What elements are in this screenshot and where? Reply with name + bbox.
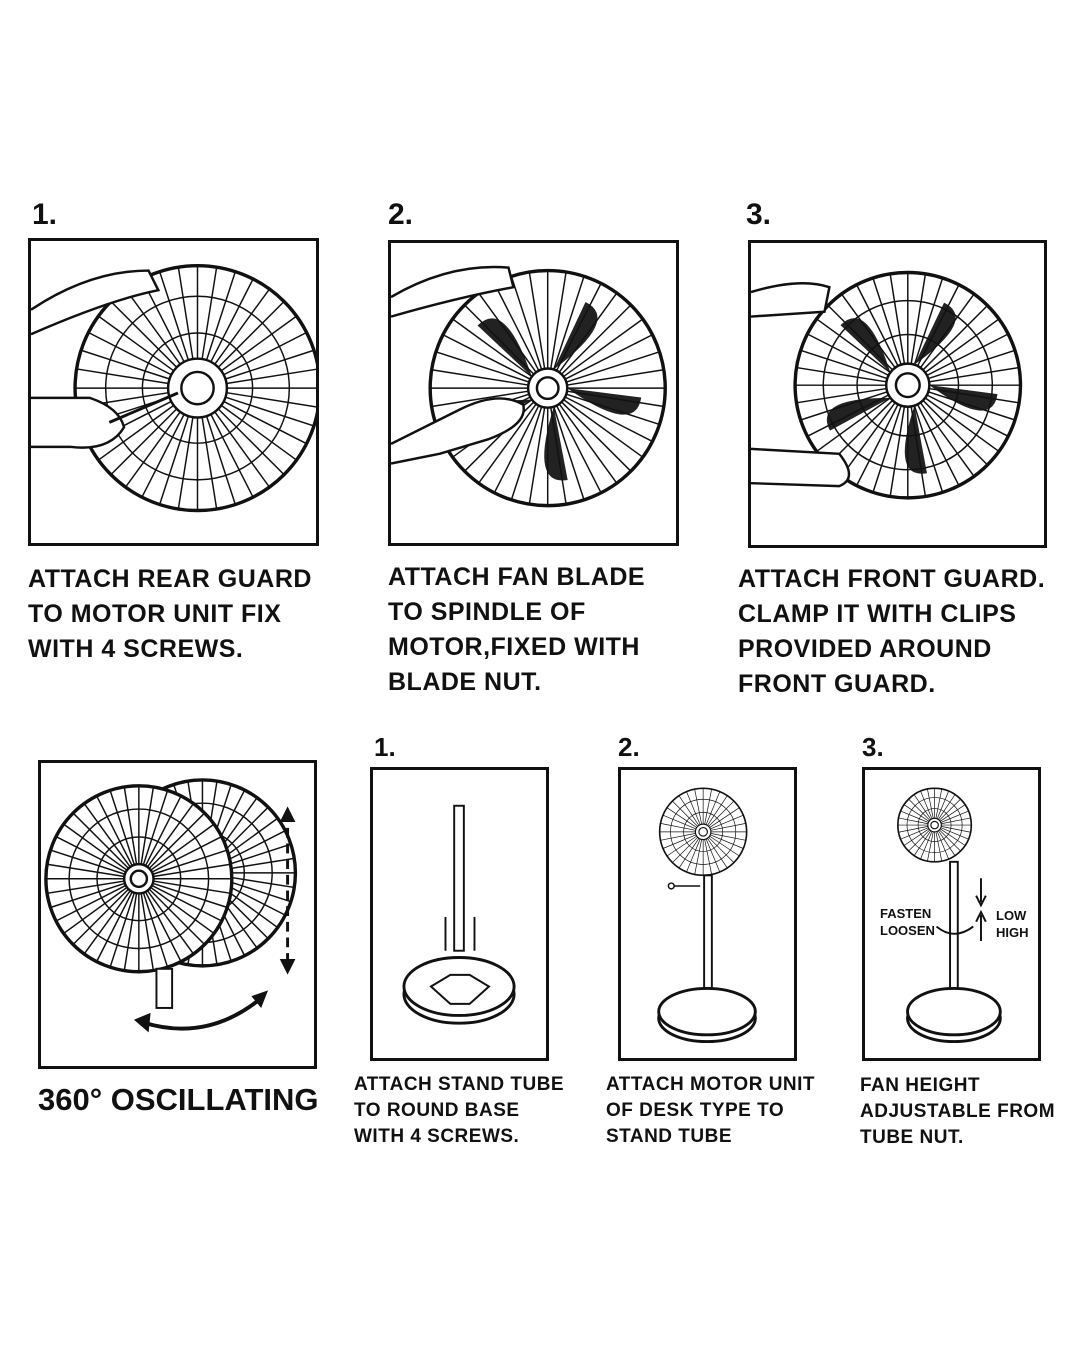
motor-unit-illustration — [618, 767, 797, 1061]
hand-icon — [31, 269, 161, 336]
fan-guard-icon — [793, 270, 1023, 500]
oscillating-label: 360° OSCILLATING — [38, 1082, 319, 1117]
rotate-arrow-icon — [935, 925, 974, 935]
fan-guard-icon — [897, 787, 973, 863]
arrow-down-icon — [975, 878, 987, 908]
step-number: 3. — [862, 732, 884, 762]
step-number: 2. — [618, 732, 640, 762]
front-guard-illustration — [748, 240, 1047, 548]
step-number: 1. — [374, 732, 396, 762]
hand-icon — [751, 447, 851, 488]
arrow-up-icon — [975, 909, 987, 942]
step-number: 2. — [388, 198, 414, 231]
rear-guard-illustration — [28, 238, 319, 546]
fan-blade — [914, 302, 956, 365]
stand-tube-illustration — [370, 767, 549, 1061]
fan-blade — [840, 318, 891, 373]
screwdriver-icon — [108, 391, 179, 424]
step-number: 1. — [32, 198, 58, 231]
hand-icon — [391, 265, 515, 318]
fan-guard-icon — [428, 268, 667, 508]
hand-icon — [391, 397, 525, 465]
fan-blade — [553, 302, 598, 370]
oscillating-illustration — [38, 760, 317, 1069]
fan-guard-icon — [658, 787, 748, 877]
hand-icon — [751, 282, 831, 318]
rotate-arrow-icon — [143, 996, 263, 1031]
height-adjust-illustration — [862, 767, 1041, 1061]
fan-guard-icon — [73, 263, 316, 513]
fan-blade-illustration — [388, 240, 679, 546]
hand-icon — [31, 396, 126, 449]
step-number: 3. — [746, 198, 772, 231]
fan-blade — [477, 318, 532, 377]
fan-guard-icon — [44, 784, 234, 974]
